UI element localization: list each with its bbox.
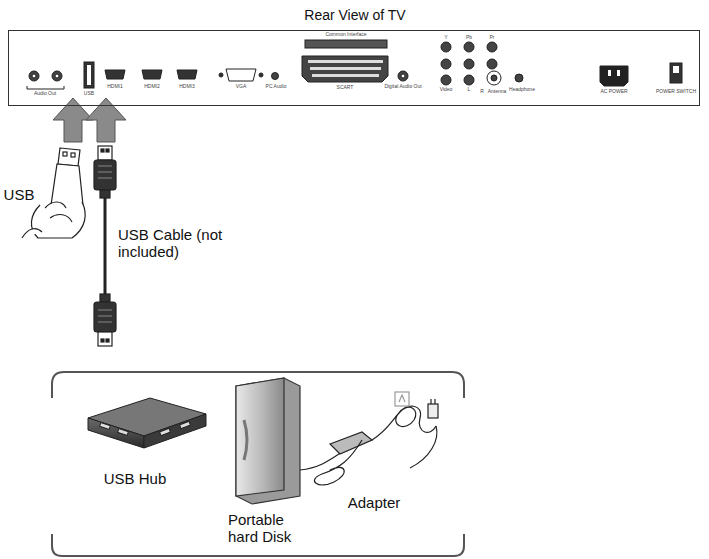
callout-label: USB Cable (not included)	[118, 226, 248, 261]
port-label: Audio Out	[34, 91, 56, 97]
panel-heading: Rear View of TV	[304, 7, 405, 23]
tv-rear-panel: Rear View of TV	[8, 30, 700, 106]
portable-hard-disk	[236, 378, 300, 504]
port-label: HDMI3	[179, 84, 195, 90]
port-label: Common Interface	[325, 32, 366, 38]
port-label: PC Audio	[266, 84, 287, 90]
usb-cable	[94, 146, 116, 346]
port-label: R	[480, 89, 484, 95]
port-label: L	[468, 87, 471, 93]
callout-label: Adapter	[348, 494, 401, 511]
port-label: Digital Audio Out	[384, 84, 421, 90]
callout-label: USB	[4, 186, 35, 203]
port-label: Headphone	[509, 87, 535, 93]
port-label: AC POWER	[600, 89, 627, 95]
port-label: Video	[440, 87, 453, 93]
callout-label: Portable hard Disk	[228, 511, 318, 546]
port-label: HDMI2	[144, 84, 160, 90]
insert-arrows	[53, 98, 126, 142]
device-bracket	[52, 372, 464, 556]
port-label: POWER SWITCH	[656, 89, 696, 95]
port-label: SCART	[337, 85, 354, 91]
port-label: VGA	[236, 84, 247, 90]
port-label: Pb	[466, 35, 472, 41]
port-label: Antenna	[488, 89, 507, 95]
callout-label: USB Hub	[104, 470, 167, 487]
port-label: USB	[84, 91, 94, 97]
port-label: Pr	[490, 35, 495, 41]
port-label: HDMI1	[107, 84, 123, 90]
usb-hub	[88, 398, 206, 448]
tv-ports	[27, 40, 682, 89]
power-adapter	[300, 392, 438, 485]
port-label: Y	[444, 35, 447, 41]
